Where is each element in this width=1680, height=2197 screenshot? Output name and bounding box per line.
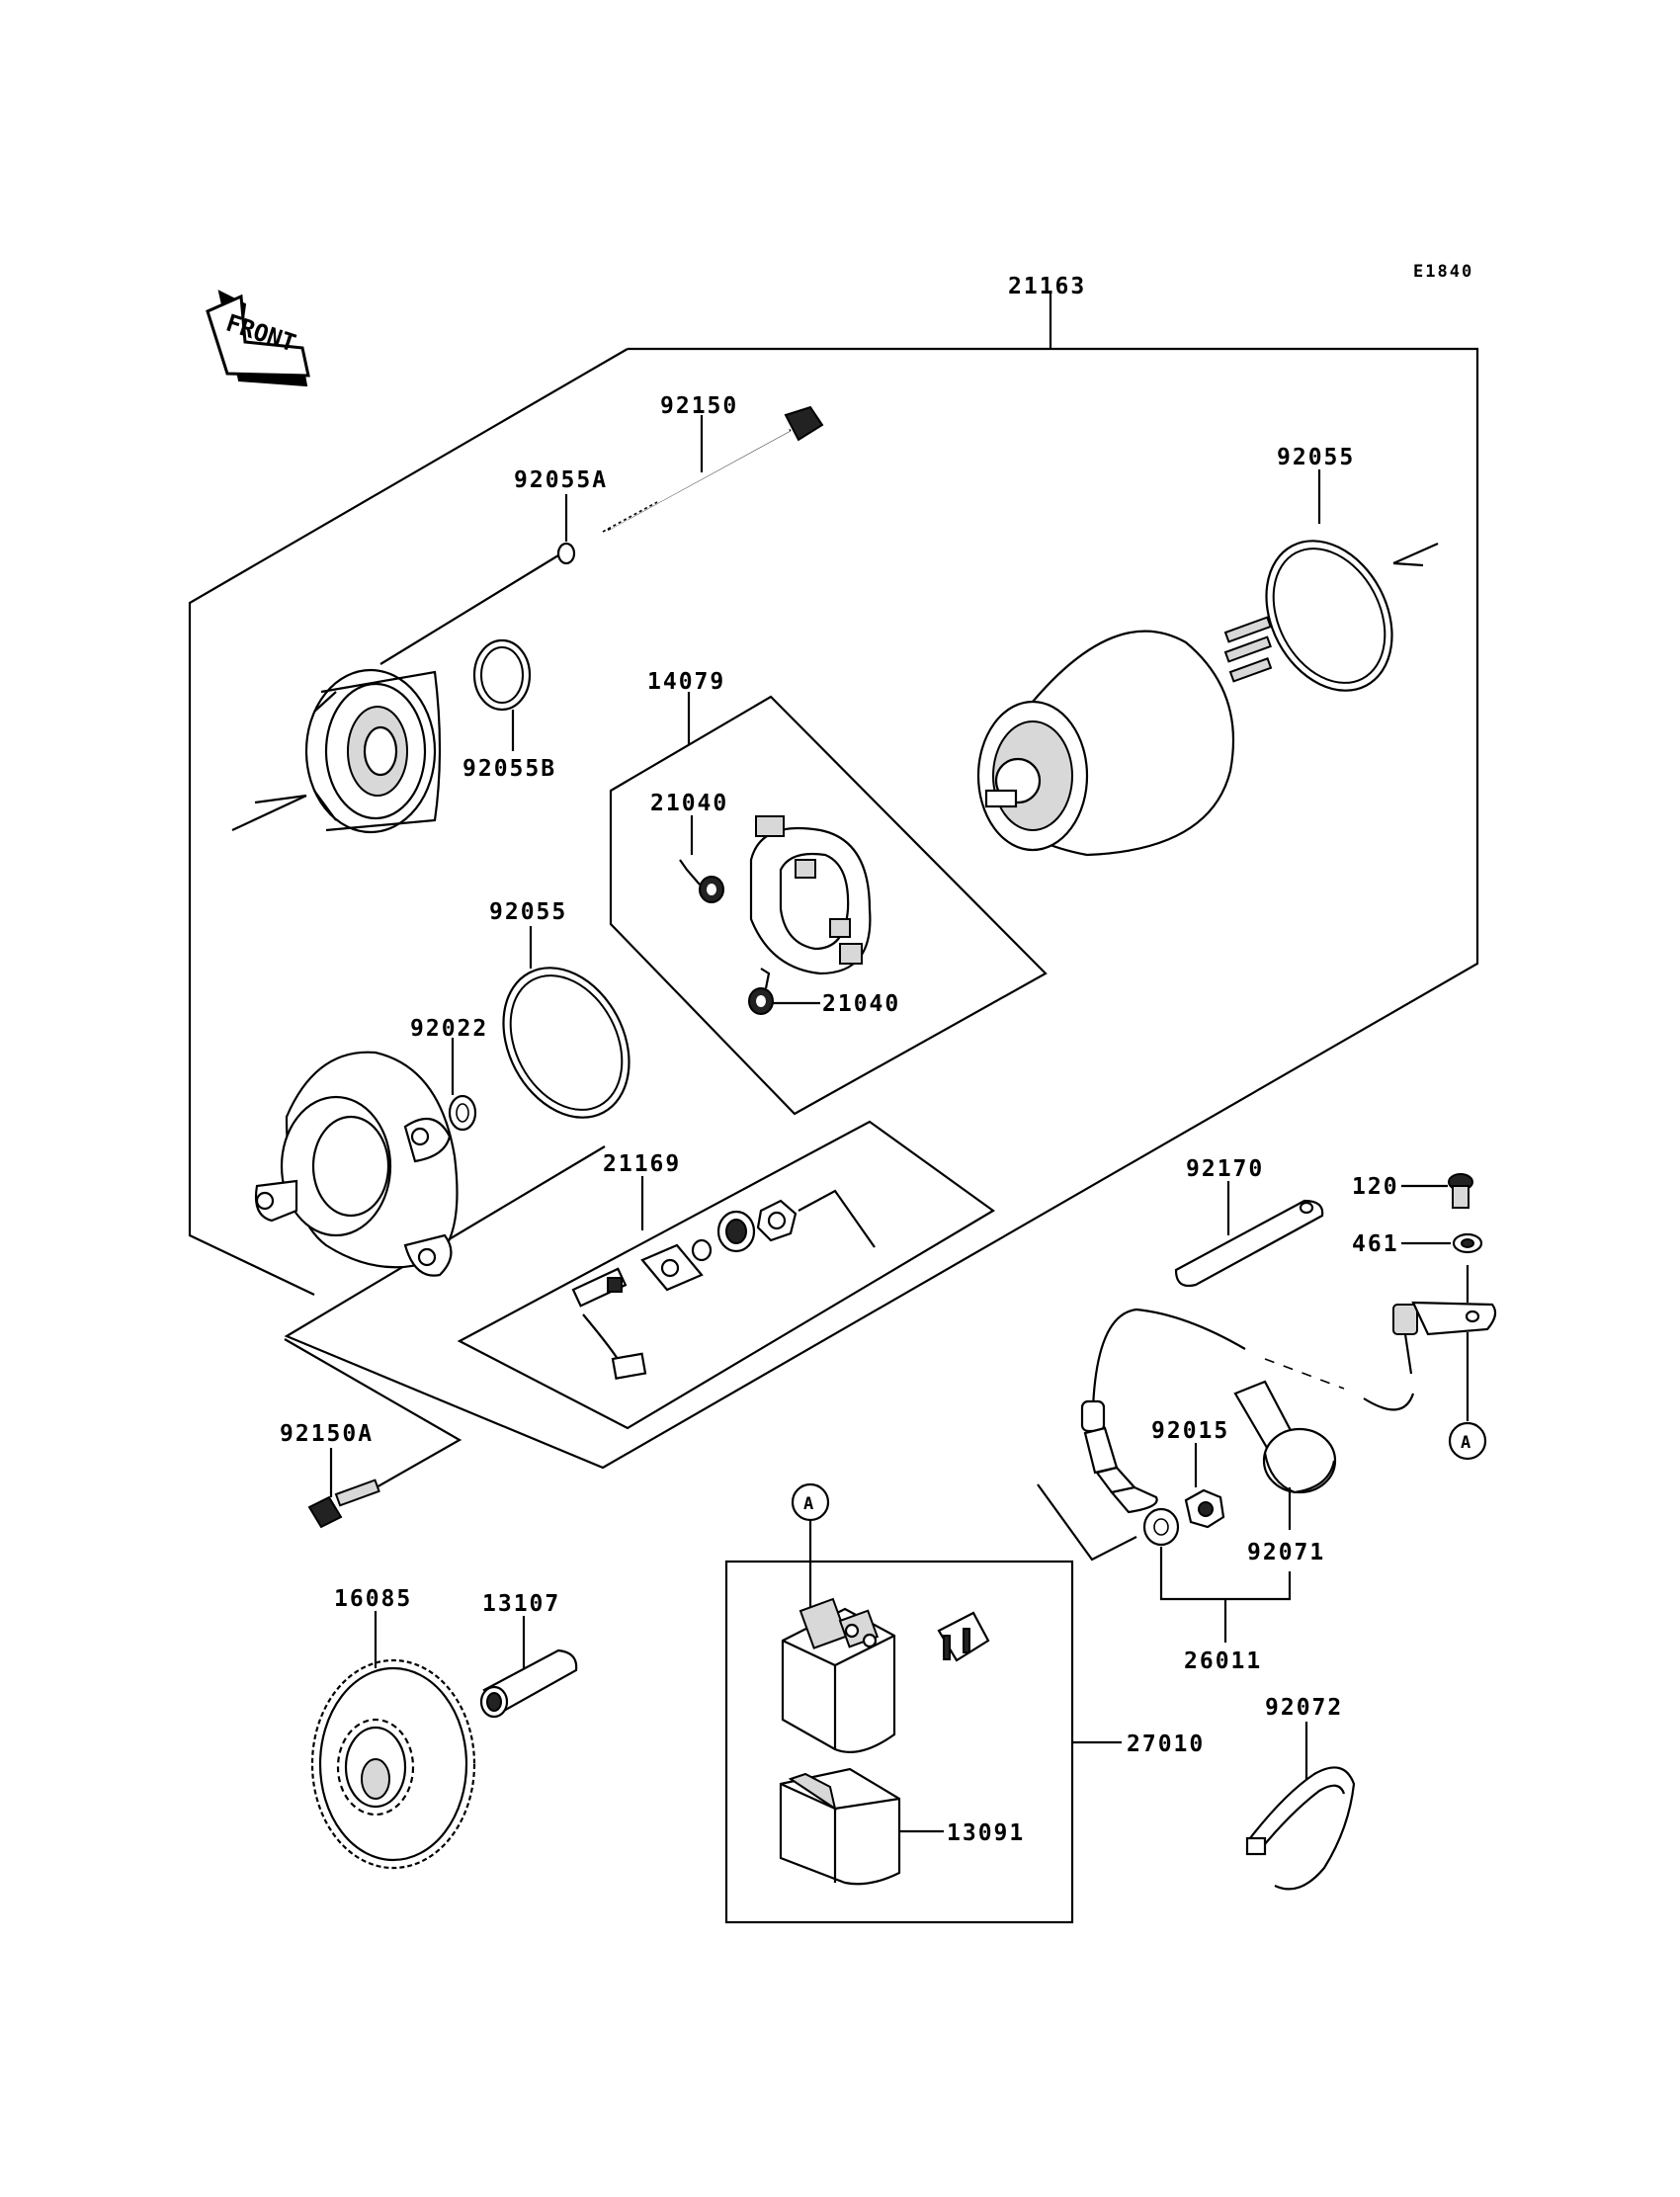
clamp bbox=[1245, 1766, 1356, 1891]
label-ref-a-right: A bbox=[1461, 1433, 1472, 1453]
oring-rear bbox=[1265, 540, 1393, 692]
relay-cover bbox=[779, 1767, 901, 1886]
label-oring-b: 92055B bbox=[462, 756, 556, 782]
label-spring-lower: 21040 bbox=[822, 991, 900, 1017]
label-spring-upper: 21040 bbox=[650, 791, 728, 816]
front-cover bbox=[304, 668, 442, 834]
rear-cover bbox=[254, 1051, 459, 1277]
label-washer: 92022 bbox=[410, 1016, 488, 1042]
label-bolt-120: 120 bbox=[1352, 1174, 1399, 1200]
oring-b bbox=[472, 638, 532, 712]
band bbox=[1174, 1199, 1324, 1288]
starter-relay bbox=[781, 1597, 896, 1753]
spring-lower bbox=[748, 968, 774, 1015]
cable bbox=[1080, 1399, 1180, 1547]
label-gear: 16085 bbox=[334, 1586, 412, 1612]
ref-a-right bbox=[1448, 1421, 1487, 1461]
label-oring-rear: 92055 bbox=[1277, 445, 1355, 470]
label-oring-front: 92055 bbox=[489, 899, 567, 925]
brush-holder-plate bbox=[749, 815, 872, 975]
label-relay-cover: 13091 bbox=[947, 1820, 1025, 1846]
terminal-set-outline bbox=[457, 1120, 996, 1430]
label-clamp: 92072 bbox=[1265, 1695, 1343, 1721]
brush-holder-set-outline bbox=[609, 695, 1048, 1116]
terminal-oring bbox=[691, 1238, 713, 1262]
label-through-bolt: 92150 bbox=[660, 393, 738, 419]
oring-front bbox=[502, 967, 630, 1119]
label-bolt-a: 92150A bbox=[280, 1421, 374, 1447]
washer bbox=[448, 1094, 477, 1132]
shaft bbox=[479, 1648, 578, 1719]
through-bolt bbox=[602, 405, 824, 533]
label-brush-holder-set: 14079 bbox=[647, 669, 725, 695]
label-washer-461: 461 bbox=[1352, 1231, 1399, 1257]
label-oring-a: 92055A bbox=[514, 467, 608, 493]
label-ref-a-relay: A bbox=[803, 1494, 815, 1514]
bolt-120 bbox=[1448, 1173, 1473, 1209]
label-band: 92170 bbox=[1186, 1156, 1264, 1182]
gear bbox=[310, 1658, 476, 1870]
bolt-a bbox=[307, 1479, 380, 1529]
wiring-harness bbox=[1091, 1265, 1497, 1411]
label-cable: 26011 bbox=[1184, 1648, 1262, 1674]
cap bbox=[1233, 1380, 1337, 1494]
label-starter-assembly: 21163 bbox=[1008, 274, 1086, 299]
armature bbox=[976, 616, 1273, 857]
front-arrow-icon: FRONT bbox=[206, 290, 310, 387]
starter-assembly-outline bbox=[188, 294, 1479, 1470]
label-terminal-set: 21169 bbox=[603, 1151, 681, 1177]
fuse bbox=[937, 1611, 990, 1662]
spring-upper bbox=[679, 859, 724, 903]
label-relay-assembly: 27010 bbox=[1127, 1732, 1205, 1757]
label-cap: 92071 bbox=[1247, 1540, 1325, 1565]
diagram-code: E1840 bbox=[1413, 262, 1473, 282]
terminal-bolt bbox=[571, 1267, 647, 1380]
label-nut: 92015 bbox=[1151, 1418, 1229, 1444]
oring-a bbox=[556, 542, 576, 565]
label-shaft: 13107 bbox=[482, 1591, 560, 1617]
